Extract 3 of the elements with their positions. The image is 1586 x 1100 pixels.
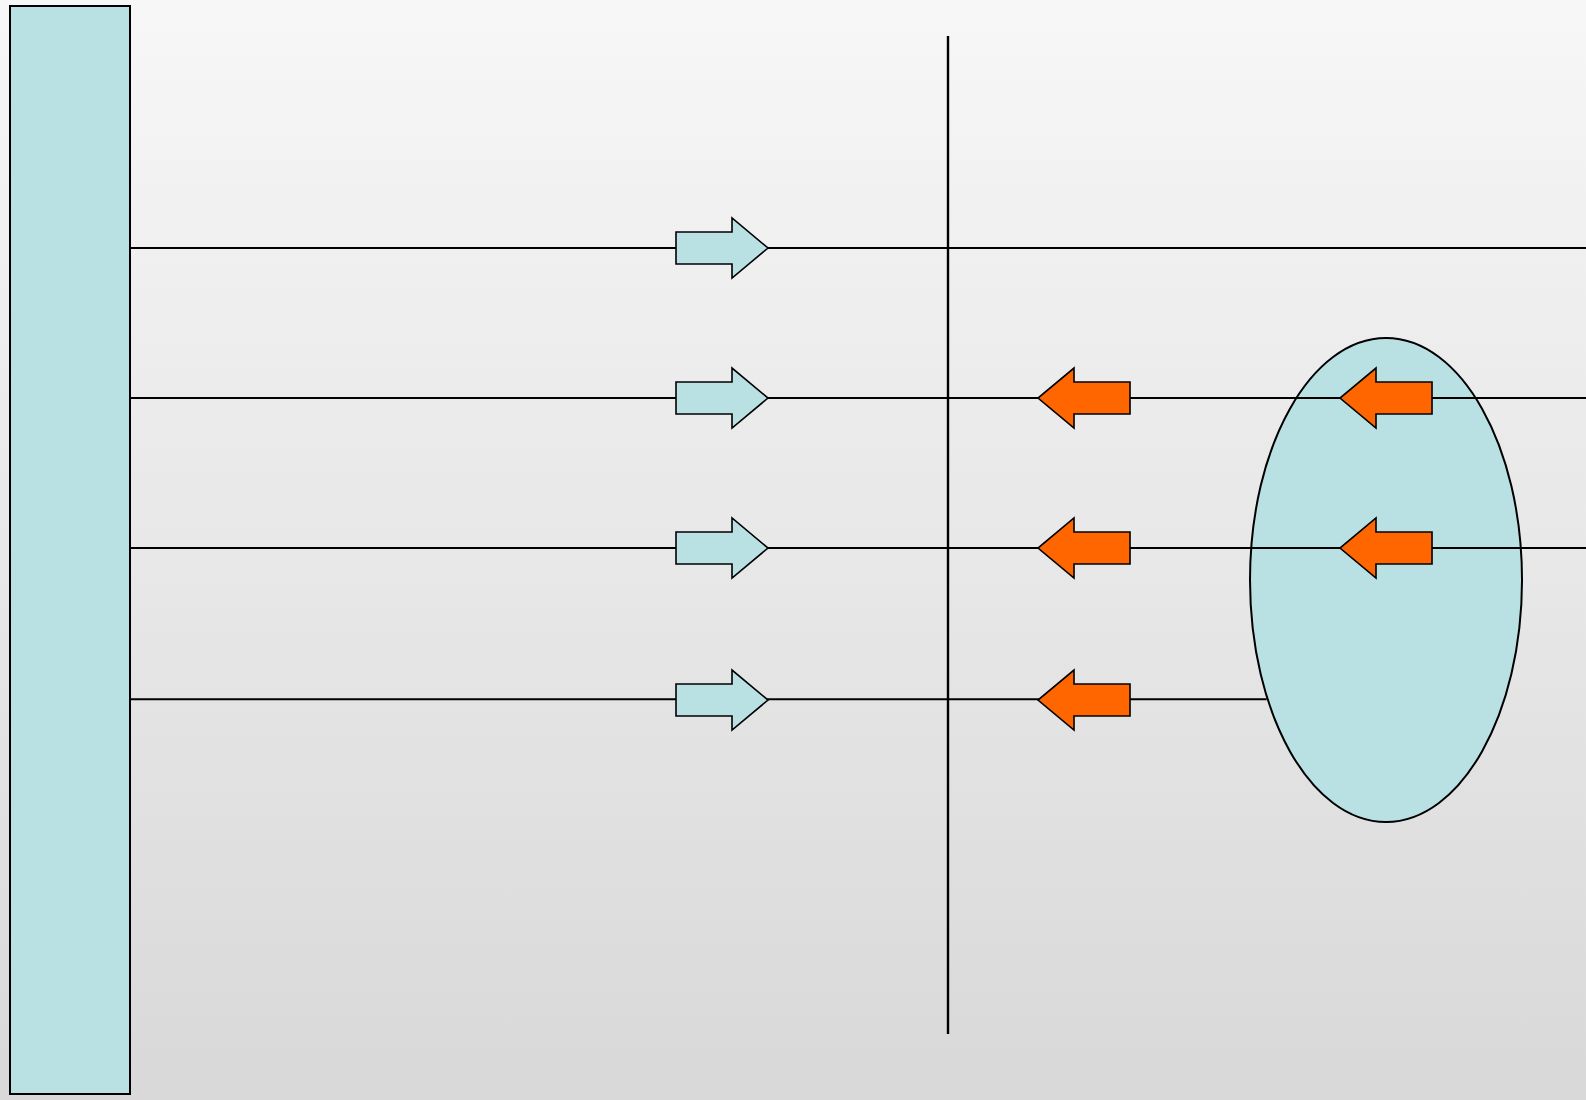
line xyxy=(130,247,1586,249)
ellipse-shape xyxy=(1249,337,1523,823)
bar-shape xyxy=(9,5,131,1095)
